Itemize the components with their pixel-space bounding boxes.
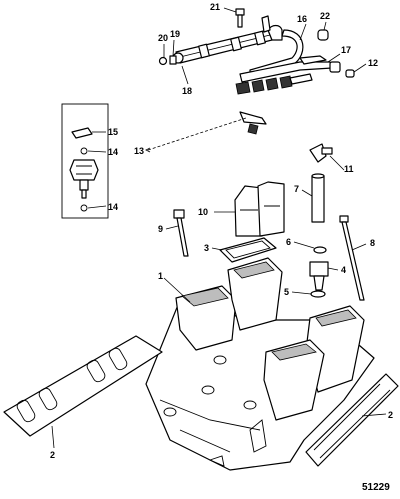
leader-lines <box>51 7 387 449</box>
callouts: 21 20 19 22 16 17 12 18 15 14 13 14 11 7… <box>50 2 393 493</box>
fuel-rail-bolt <box>235 8 245 28</box>
callout-13: 13 <box>134 146 144 156</box>
callout-9: 9 <box>158 224 163 234</box>
callout-17: 17 <box>341 45 351 55</box>
long-stud <box>339 215 365 301</box>
sensor-seal <box>310 290 326 298</box>
injector-detail-box <box>61 103 109 219</box>
callout-15: 15 <box>108 127 118 137</box>
fuel-rail-fitting-left <box>158 55 177 66</box>
callout-3: 3 <box>204 243 209 253</box>
o-ring <box>313 246 327 254</box>
intake-manifold <box>145 257 375 471</box>
callout-16: 16 <box>297 14 307 24</box>
elbow-fitting <box>309 143 333 163</box>
callout-22: 22 <box>320 11 330 21</box>
callout-20: 20 <box>158 33 168 43</box>
callout-1: 1 <box>158 271 163 281</box>
reference-number: 51229 <box>362 482 390 493</box>
support-bracket <box>234 181 285 237</box>
intake-gasket-right <box>305 373 399 467</box>
callout-18: 18 <box>182 86 192 96</box>
tube-fitting <box>311 173 325 223</box>
callout-21: 21 <box>210 2 220 12</box>
hose-clamp-right <box>345 69 355 78</box>
bolt-long <box>173 209 189 257</box>
fuel-rail-assembly <box>172 15 283 64</box>
sensor <box>309 261 329 291</box>
fuel-hose-assembly <box>235 29 341 95</box>
callout-19: 19 <box>170 29 180 39</box>
callout-5: 5 <box>284 287 289 297</box>
throttle-gasket <box>219 237 277 263</box>
callout-4: 4 <box>341 265 346 275</box>
detail-leader-line <box>147 117 247 151</box>
callout-12: 12 <box>368 58 378 68</box>
callout-6: 6 <box>286 237 291 247</box>
callout-2-left: 2 <box>50 450 55 460</box>
callout-11: 11 <box>344 164 354 174</box>
callout-2-right: 2 <box>388 410 393 420</box>
callout-7: 7 <box>294 184 299 194</box>
callout-8: 8 <box>370 238 375 248</box>
callout-10: 10 <box>198 207 208 217</box>
callout-14-top: 14 <box>108 147 118 157</box>
fuel-injector-top <box>239 111 267 135</box>
intake-gasket-left <box>3 335 163 437</box>
callout-14-bottom: 14 <box>108 202 118 212</box>
